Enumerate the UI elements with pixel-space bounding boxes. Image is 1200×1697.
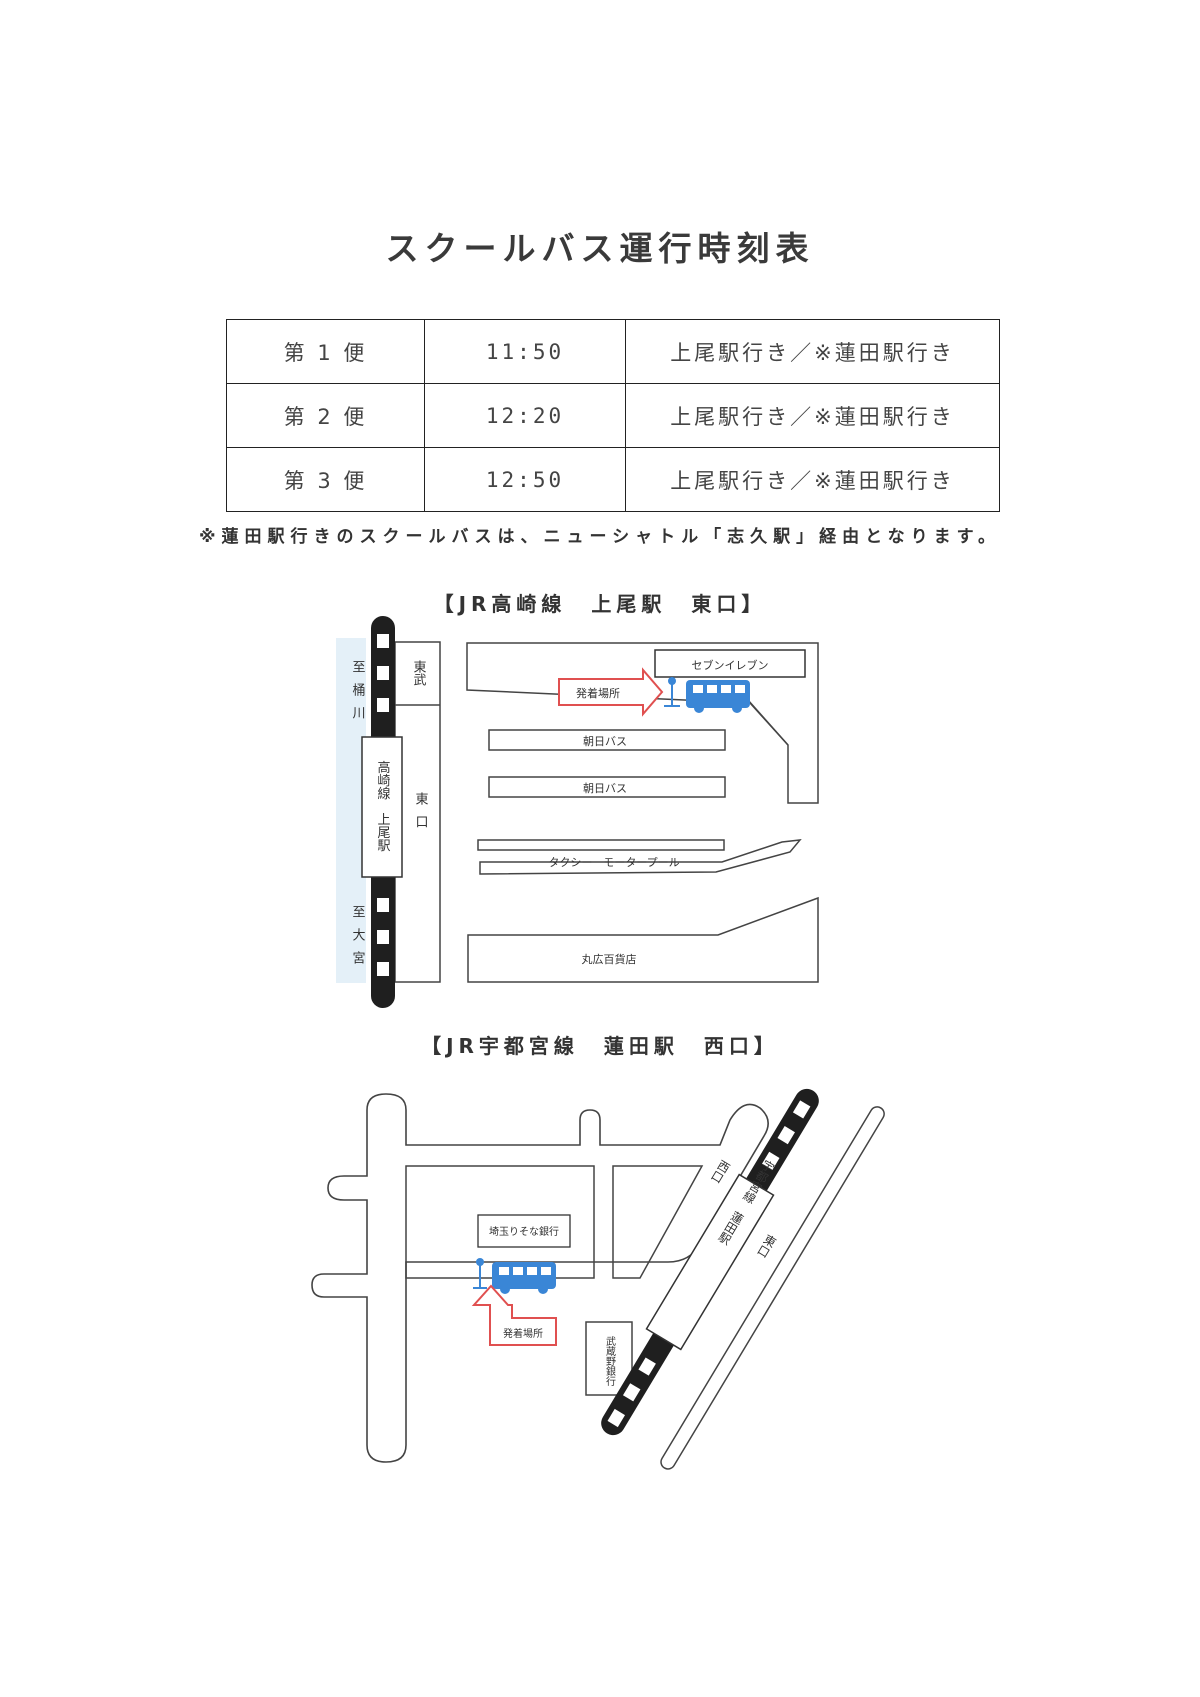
departure-marker	[471, 1284, 557, 1346]
bus-icon	[686, 680, 750, 713]
musashino-bank	[585, 1321, 633, 1396]
departure-label: 発着場所	[503, 1327, 543, 1340]
hasuda-station-building	[645, 1173, 775, 1351]
to-omiya-label: 至大宮	[350, 905, 366, 974]
taxi-island	[477, 839, 725, 851]
trip-cell: 第 3 便	[226, 447, 425, 512]
bus-icon	[492, 1262, 556, 1294]
ageo-station-map: 高崎線 上尾駅 至桶川 至大宮 東武 東口 セブンイレブン 発着場所 朝日バス …	[336, 616, 819, 1008]
map2-heading: 【JR宇都宮線 蓮田駅 西口】	[421, 1034, 779, 1058]
west-exit-label: 西口	[708, 1157, 732, 1185]
destination-cell: 上尾駅行き／※蓮田駅行き	[625, 383, 1000, 448]
resona-bank-label: 埼玉りそな銀行	[489, 1225, 559, 1238]
taxi-pool-label: タクシー モータープール	[548, 856, 679, 869]
to-okegawa-label: 至桶川	[350, 660, 366, 729]
hasuda-note: ※蓮田駅行きのスクールバスは、ニューシャトル「志久駅」経由となります。	[199, 527, 1001, 547]
destination-cell: 上尾駅行き／※蓮田駅行き	[625, 319, 1000, 384]
bus-timetable: 第 1 便 11:50 上尾駅行き／※蓮田駅行き 第 2 便 12:20 上尾駅…	[226, 319, 1000, 512]
east-exit-label: 東口	[754, 1231, 779, 1259]
station-label: 高崎線 上尾駅	[375, 760, 391, 853]
road-network	[311, 1093, 769, 1463]
north-block	[466, 642, 819, 804]
time-cell: 12:50	[424, 447, 626, 512]
table-row: 第 1 便 11:50 上尾駅行き／※蓮田駅行き	[226, 319, 1000, 384]
trip-cell: 第 2 便	[226, 383, 425, 448]
seven-eleven-label: セブンイレブン	[692, 658, 769, 672]
asahi-bus-label-2: 朝日バス	[583, 782, 627, 795]
trip-cell: 第 1 便	[226, 319, 425, 384]
asahi-bus-island-1	[488, 729, 726, 751]
page-title: スクールバス運行時刻表	[385, 229, 815, 268]
east-exit-label: 東口	[413, 791, 429, 838]
maruhiro-block	[467, 896, 819, 983]
triangle-block	[612, 1165, 704, 1279]
destination-cell: 上尾駅行き／※蓮田駅行き	[625, 447, 1000, 512]
time-cell: 12:20	[424, 383, 626, 448]
musashino-bank-label: 武蔵野銀行	[604, 1335, 616, 1387]
parallel-road	[660, 1106, 885, 1470]
asahi-bus-island-2	[488, 776, 726, 798]
departure-marker	[558, 667, 664, 717]
hasuda-station-map: 埼玉りそな銀行 発着場所 武蔵野銀行 宇都宮線 蓮田駅 西口 東口	[311, 1088, 885, 1470]
ageo-station-building	[361, 736, 403, 878]
asahi-bus-label-1: 朝日バス	[583, 735, 627, 748]
motor-pool-island	[479, 839, 802, 875]
time-cell: 11:50	[424, 319, 626, 384]
table-row: 第 3 便 12:50 上尾駅行き／※蓮田駅行き	[226, 447, 1000, 512]
resona-bank	[477, 1214, 571, 1248]
seven-eleven-shop	[654, 649, 806, 678]
maruhiro-label: 丸広百貨店	[582, 952, 637, 966]
departure-label: 発着場所	[576, 686, 620, 700]
tobu-label: 東武	[411, 659, 427, 686]
table-row: 第 2 便 12:20 上尾駅行き／※蓮田駅行き	[226, 383, 1000, 448]
map1-heading: 【JR高崎線 上尾駅 東口】	[433, 592, 767, 616]
map-margin-band	[336, 638, 366, 983]
